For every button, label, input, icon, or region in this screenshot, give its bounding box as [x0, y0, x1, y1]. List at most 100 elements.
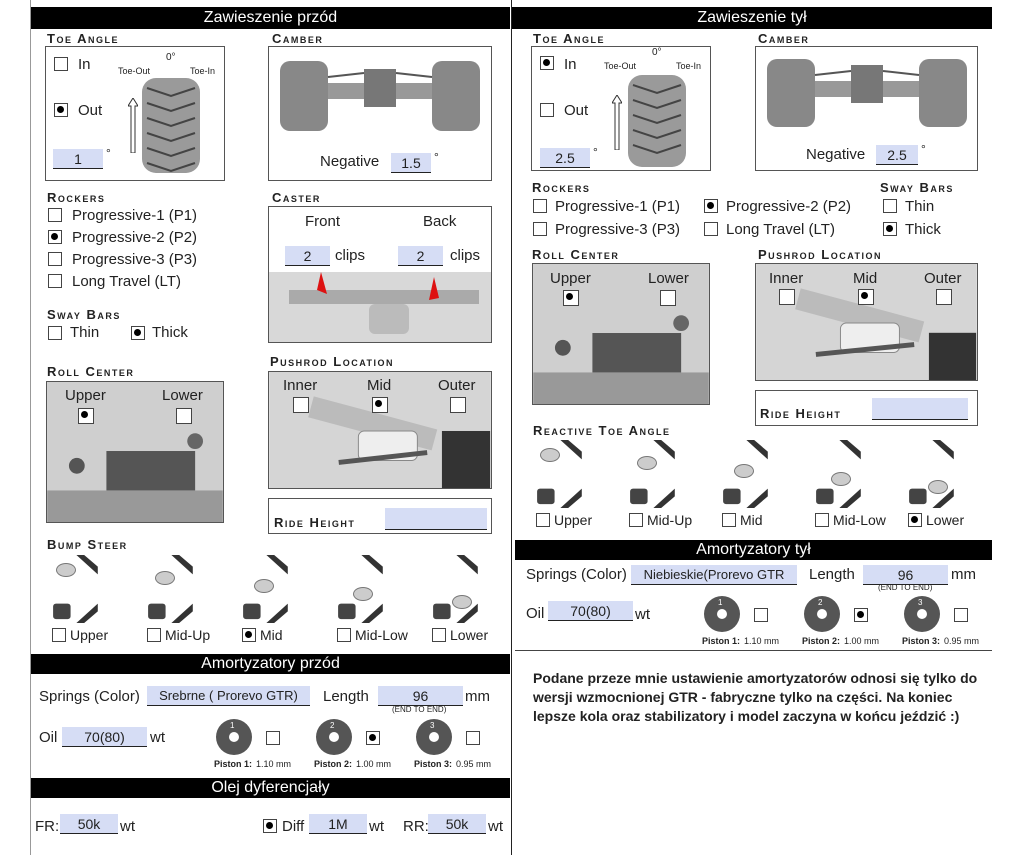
diff-rr-field[interactable]: 50k [428, 814, 486, 834]
front-roll-image [46, 381, 224, 523]
rear-pushrod-mid-checkbox[interactable] [858, 289, 874, 305]
rear-pushrod-inner-checkbox[interactable] [779, 289, 795, 305]
rear-reactive-mid-up-checkbox[interactable] [629, 513, 643, 527]
rear-length-field[interactable]: 96 [863, 565, 948, 585]
front-bump-mid-low-checkbox[interactable] [337, 628, 351, 642]
rear-toe-value-field[interactable]: 2.5 [540, 148, 590, 168]
rear-toe-tire-image [628, 75, 686, 167]
front-caster-image [269, 272, 491, 342]
front-bump-mid-up-checkbox[interactable] [147, 628, 161, 642]
front-toe-heading: Toe Angle [47, 31, 119, 46]
rear-reactive-ball-icon [928, 480, 948, 494]
front-piston-3-checkbox[interactable] [466, 731, 480, 745]
front-caster-back-clips: clips [450, 247, 481, 264]
front-piston-2-size: 1.00 mm [356, 759, 392, 769]
front-springs-field[interactable]: Srebrne ( Prorevo GTR) [147, 686, 310, 706]
front-caster-back-field[interactable]: 2 [398, 246, 443, 266]
front-sway-thin-label: Thin [70, 324, 100, 341]
front-bump-upper-checkbox[interactable] [52, 628, 66, 642]
diff-center-unit: wt [369, 818, 384, 835]
front-rocker-lt-checkbox[interactable] [48, 274, 62, 288]
front-pushrod-mid-checkbox[interactable] [372, 397, 388, 413]
front-bump-ball-icon [56, 563, 76, 577]
rear-piston-2-size: 1.00 mm [844, 636, 880, 646]
front-sway-thick-checkbox[interactable] [131, 326, 145, 340]
front-bump-mid-low-label: Mid-Low [355, 627, 408, 643]
rear-piston-3-label: Piston 3: [902, 636, 941, 646]
rear-rocker-p3-checkbox[interactable] [533, 222, 547, 236]
front-rocker-p2-checkbox[interactable] [48, 230, 62, 244]
rear-piston-1-checkbox[interactable] [754, 608, 768, 622]
front-roll-upper-checkbox[interactable] [78, 408, 94, 424]
front-ride-field[interactable] [385, 508, 487, 530]
front-length-unit: mm [465, 688, 490, 705]
rear-pushrod-outer-checkbox[interactable] [936, 289, 952, 305]
rear-roll-image [532, 263, 710, 405]
rear-rocker-p1-checkbox[interactable] [533, 199, 547, 213]
rear-toe-out-checkbox[interactable] [540, 103, 554, 117]
rear-rocker-p2-checkbox[interactable] [704, 199, 718, 213]
front-piston-1-checkbox[interactable] [266, 731, 280, 745]
rear-oil-field[interactable]: 70(80) [548, 601, 633, 621]
front-sway-heading: Sway Bars [47, 307, 121, 322]
front-camber-value-field[interactable]: 1.5 [391, 153, 431, 173]
rear-toe-in-checkbox[interactable] [540, 56, 554, 70]
rear-reactive-upper-label: Upper [554, 512, 593, 528]
front-sway-thin-checkbox[interactable] [48, 326, 62, 340]
front-bump-lower-checkbox[interactable] [432, 628, 446, 642]
rear-piston-1-num: 1 [718, 598, 723, 607]
front-toe-in-checkbox[interactable] [54, 57, 68, 71]
rear-sway-thick-checkbox[interactable] [883, 222, 897, 236]
front-piston-2-icon: 2 [316, 719, 352, 755]
rear-reactive-ball-icon [540, 448, 560, 462]
rear-end-to-end: (END TO END) [878, 583, 933, 592]
front-toe-tire-image [142, 78, 200, 173]
front-bump-mid-checkbox[interactable] [242, 628, 256, 642]
rear-piston-3-checkbox[interactable] [954, 608, 968, 622]
front-toe-value-field[interactable]: 1 [53, 149, 103, 169]
front-piston-2-checkbox[interactable] [366, 731, 380, 745]
rear-reactive-upper-checkbox[interactable] [536, 513, 550, 527]
front-roll-lower-checkbox[interactable] [176, 408, 192, 424]
front-oil-field[interactable]: 70(80) [62, 727, 147, 747]
front-bump-joint-image [331, 555, 386, 623]
front-toe-out-label: Out [78, 102, 103, 119]
rear-piston-2-checkbox[interactable] [854, 608, 868, 622]
front-bump-ball-icon [155, 571, 175, 585]
rear-reactive-lower-checkbox[interactable] [908, 513, 922, 527]
rear-piston-2-label: Piston 2: [802, 636, 841, 646]
rear-suspension-title: Zawieszenie tył [512, 7, 992, 29]
front-pushrod-inner-checkbox[interactable] [293, 397, 309, 413]
front-camber-label: Negative [320, 153, 380, 170]
rear-roll-lower-label: Lower [648, 270, 689, 287]
front-rocker-p1-checkbox[interactable] [48, 208, 62, 222]
rear-springs-field[interactable]: Niebieskie(Prorevo GTR [631, 565, 797, 585]
rear-sway-thin-checkbox[interactable] [883, 199, 897, 213]
rear-rocker-lt-label: Long Travel (LT) [726, 221, 835, 238]
rear-camber-unit: ° [921, 142, 926, 156]
rear-ride-field[interactable] [872, 398, 968, 420]
rear-rocker-lt-checkbox[interactable] [704, 222, 718, 236]
front-piston-3-label: Piston 3: [414, 759, 453, 769]
front-toe-out-checkbox[interactable] [54, 103, 68, 117]
rear-oil-unit: wt [635, 606, 650, 623]
rear-reactive-mid-checkbox[interactable] [722, 513, 736, 527]
diff-center-checkbox[interactable] [263, 819, 277, 833]
front-length-field[interactable]: 96 [378, 686, 463, 706]
front-roll-upper-label: Upper [65, 387, 106, 404]
rear-roll-lower-checkbox[interactable] [660, 290, 676, 306]
diff-title: Olej dyferencjały [31, 778, 510, 798]
front-rocker-p3-checkbox[interactable] [48, 252, 62, 266]
diff-fr-field[interactable]: 50k [60, 814, 118, 834]
diff-center-field[interactable]: 1M [309, 814, 367, 834]
front-sway-thick-label: Thick [152, 324, 188, 341]
rear-roll-upper-checkbox[interactable] [563, 290, 579, 306]
front-caster-front-field[interactable]: 2 [285, 246, 330, 266]
front-bump-upper-label: Upper [70, 627, 109, 643]
front-pushrod-outer-checkbox[interactable] [450, 397, 466, 413]
rear-ride-heading: Ride Height [760, 406, 842, 421]
rear-reactive-mid-low-checkbox[interactable] [815, 513, 829, 527]
rear-reactive-heading: Reactive Toe Angle [533, 423, 671, 438]
rear-camber-value-field[interactable]: 2.5 [876, 145, 918, 165]
rear-roll-upper-label: Upper [550, 270, 591, 287]
